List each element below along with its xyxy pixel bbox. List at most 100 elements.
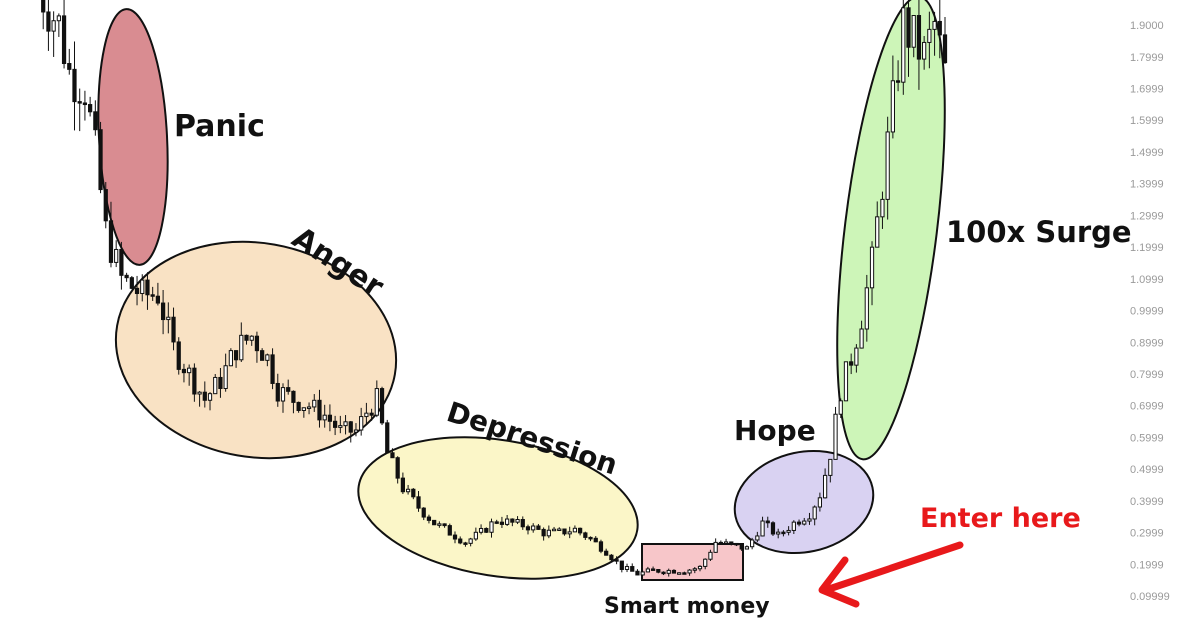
y-tick-label: 1.3999 xyxy=(1130,179,1164,191)
candle-body xyxy=(807,518,812,522)
candle-body xyxy=(593,537,598,543)
candle-body xyxy=(301,407,306,411)
candle-body xyxy=(656,569,661,573)
candle-body xyxy=(385,422,390,454)
candle-body xyxy=(609,554,614,561)
candle-body xyxy=(291,390,296,403)
candle-body xyxy=(854,347,859,366)
candle-body xyxy=(890,80,895,133)
label-enter-here: Enter here xyxy=(920,503,1081,534)
candle-body xyxy=(541,528,546,537)
candle-body xyxy=(833,413,838,460)
candle-body xyxy=(145,279,150,296)
y-tick-label: 1.5999 xyxy=(1130,115,1164,127)
candle-body xyxy=(489,521,494,533)
candle-body xyxy=(364,412,369,418)
candle-body xyxy=(755,535,760,541)
stage-region-panic xyxy=(97,8,169,266)
candle-body xyxy=(390,452,395,459)
label-panic: Panic xyxy=(174,109,265,144)
candle-body xyxy=(703,558,708,567)
candle-body xyxy=(598,541,604,552)
candle-body xyxy=(822,474,828,499)
y-tick-label: 1.1999 xyxy=(1130,242,1164,254)
candle-body xyxy=(723,541,729,544)
y-tick-label: 0.5999 xyxy=(1130,432,1164,444)
candle-body xyxy=(265,354,270,361)
candle-body xyxy=(213,376,218,395)
candle-body xyxy=(129,277,134,289)
candle-body xyxy=(322,414,327,421)
candle-body xyxy=(88,104,93,113)
candle-body xyxy=(338,425,343,428)
stage-region-hope xyxy=(733,449,875,555)
candle-body xyxy=(468,538,473,544)
candle-body xyxy=(458,538,463,544)
candle-body xyxy=(697,565,703,570)
candle-body xyxy=(260,350,265,361)
y-tick-label: 0.9999 xyxy=(1130,306,1164,318)
y-tick-label: 1.6999 xyxy=(1130,83,1164,95)
price-axis: 1.90001.79991.69991.59991.49991.39991.29… xyxy=(1130,20,1170,603)
candle-body xyxy=(239,334,244,361)
candle-body xyxy=(395,457,400,479)
candle-body xyxy=(432,519,437,526)
candle-body xyxy=(317,399,322,421)
candle-body xyxy=(838,400,843,415)
candle-body xyxy=(421,507,426,518)
candle-body xyxy=(729,541,734,544)
candle-body xyxy=(171,316,176,343)
candle-body xyxy=(588,536,593,540)
candle-body xyxy=(557,528,562,532)
candle-body xyxy=(108,220,114,263)
candle-body xyxy=(280,387,286,402)
candle-body xyxy=(744,546,750,550)
candle-body xyxy=(666,569,671,574)
candle-body xyxy=(708,551,713,560)
y-tick-label: 0.09999 xyxy=(1130,591,1170,603)
candle-body xyxy=(901,7,906,83)
candle-body xyxy=(859,328,864,349)
candle-body xyxy=(41,0,46,13)
candle-body xyxy=(713,541,718,553)
label-smart-money: Smart money xyxy=(604,594,770,619)
candle-body xyxy=(463,542,468,545)
candle-body xyxy=(546,529,551,537)
candle-body xyxy=(369,412,374,416)
y-tick-label: 1.4999 xyxy=(1130,147,1164,159)
candle-body xyxy=(906,7,911,48)
candle-body xyxy=(551,528,557,532)
candle-body xyxy=(134,287,140,295)
candle-body xyxy=(927,28,932,43)
candle-body xyxy=(478,527,484,533)
candle-body xyxy=(922,41,927,60)
candle-body xyxy=(442,523,447,527)
candle-body xyxy=(875,216,880,248)
candle-body xyxy=(750,539,755,548)
candle-body xyxy=(932,20,937,30)
y-tick-label: 0.2999 xyxy=(1130,528,1164,540)
candle-body xyxy=(520,519,525,528)
candle-body xyxy=(510,518,515,523)
candle-body xyxy=(650,568,656,571)
candle-body xyxy=(72,68,77,103)
candle-body xyxy=(192,367,197,395)
candle-body xyxy=(359,416,364,431)
candle-body xyxy=(849,361,854,366)
candle-body xyxy=(353,429,359,433)
candle-body xyxy=(687,569,692,574)
candle-body xyxy=(181,368,187,374)
candle-body xyxy=(781,531,786,535)
candle-body xyxy=(671,569,677,574)
enter-here-arrow xyxy=(822,541,964,594)
candle-body xyxy=(114,248,119,263)
candle-body xyxy=(207,393,213,401)
candle-body xyxy=(812,506,817,520)
candle-body xyxy=(843,361,849,402)
candle-body xyxy=(645,568,650,573)
candle-body xyxy=(739,543,744,550)
candle-body xyxy=(567,531,572,535)
candle-body xyxy=(223,365,228,389)
candle-body xyxy=(176,341,181,370)
